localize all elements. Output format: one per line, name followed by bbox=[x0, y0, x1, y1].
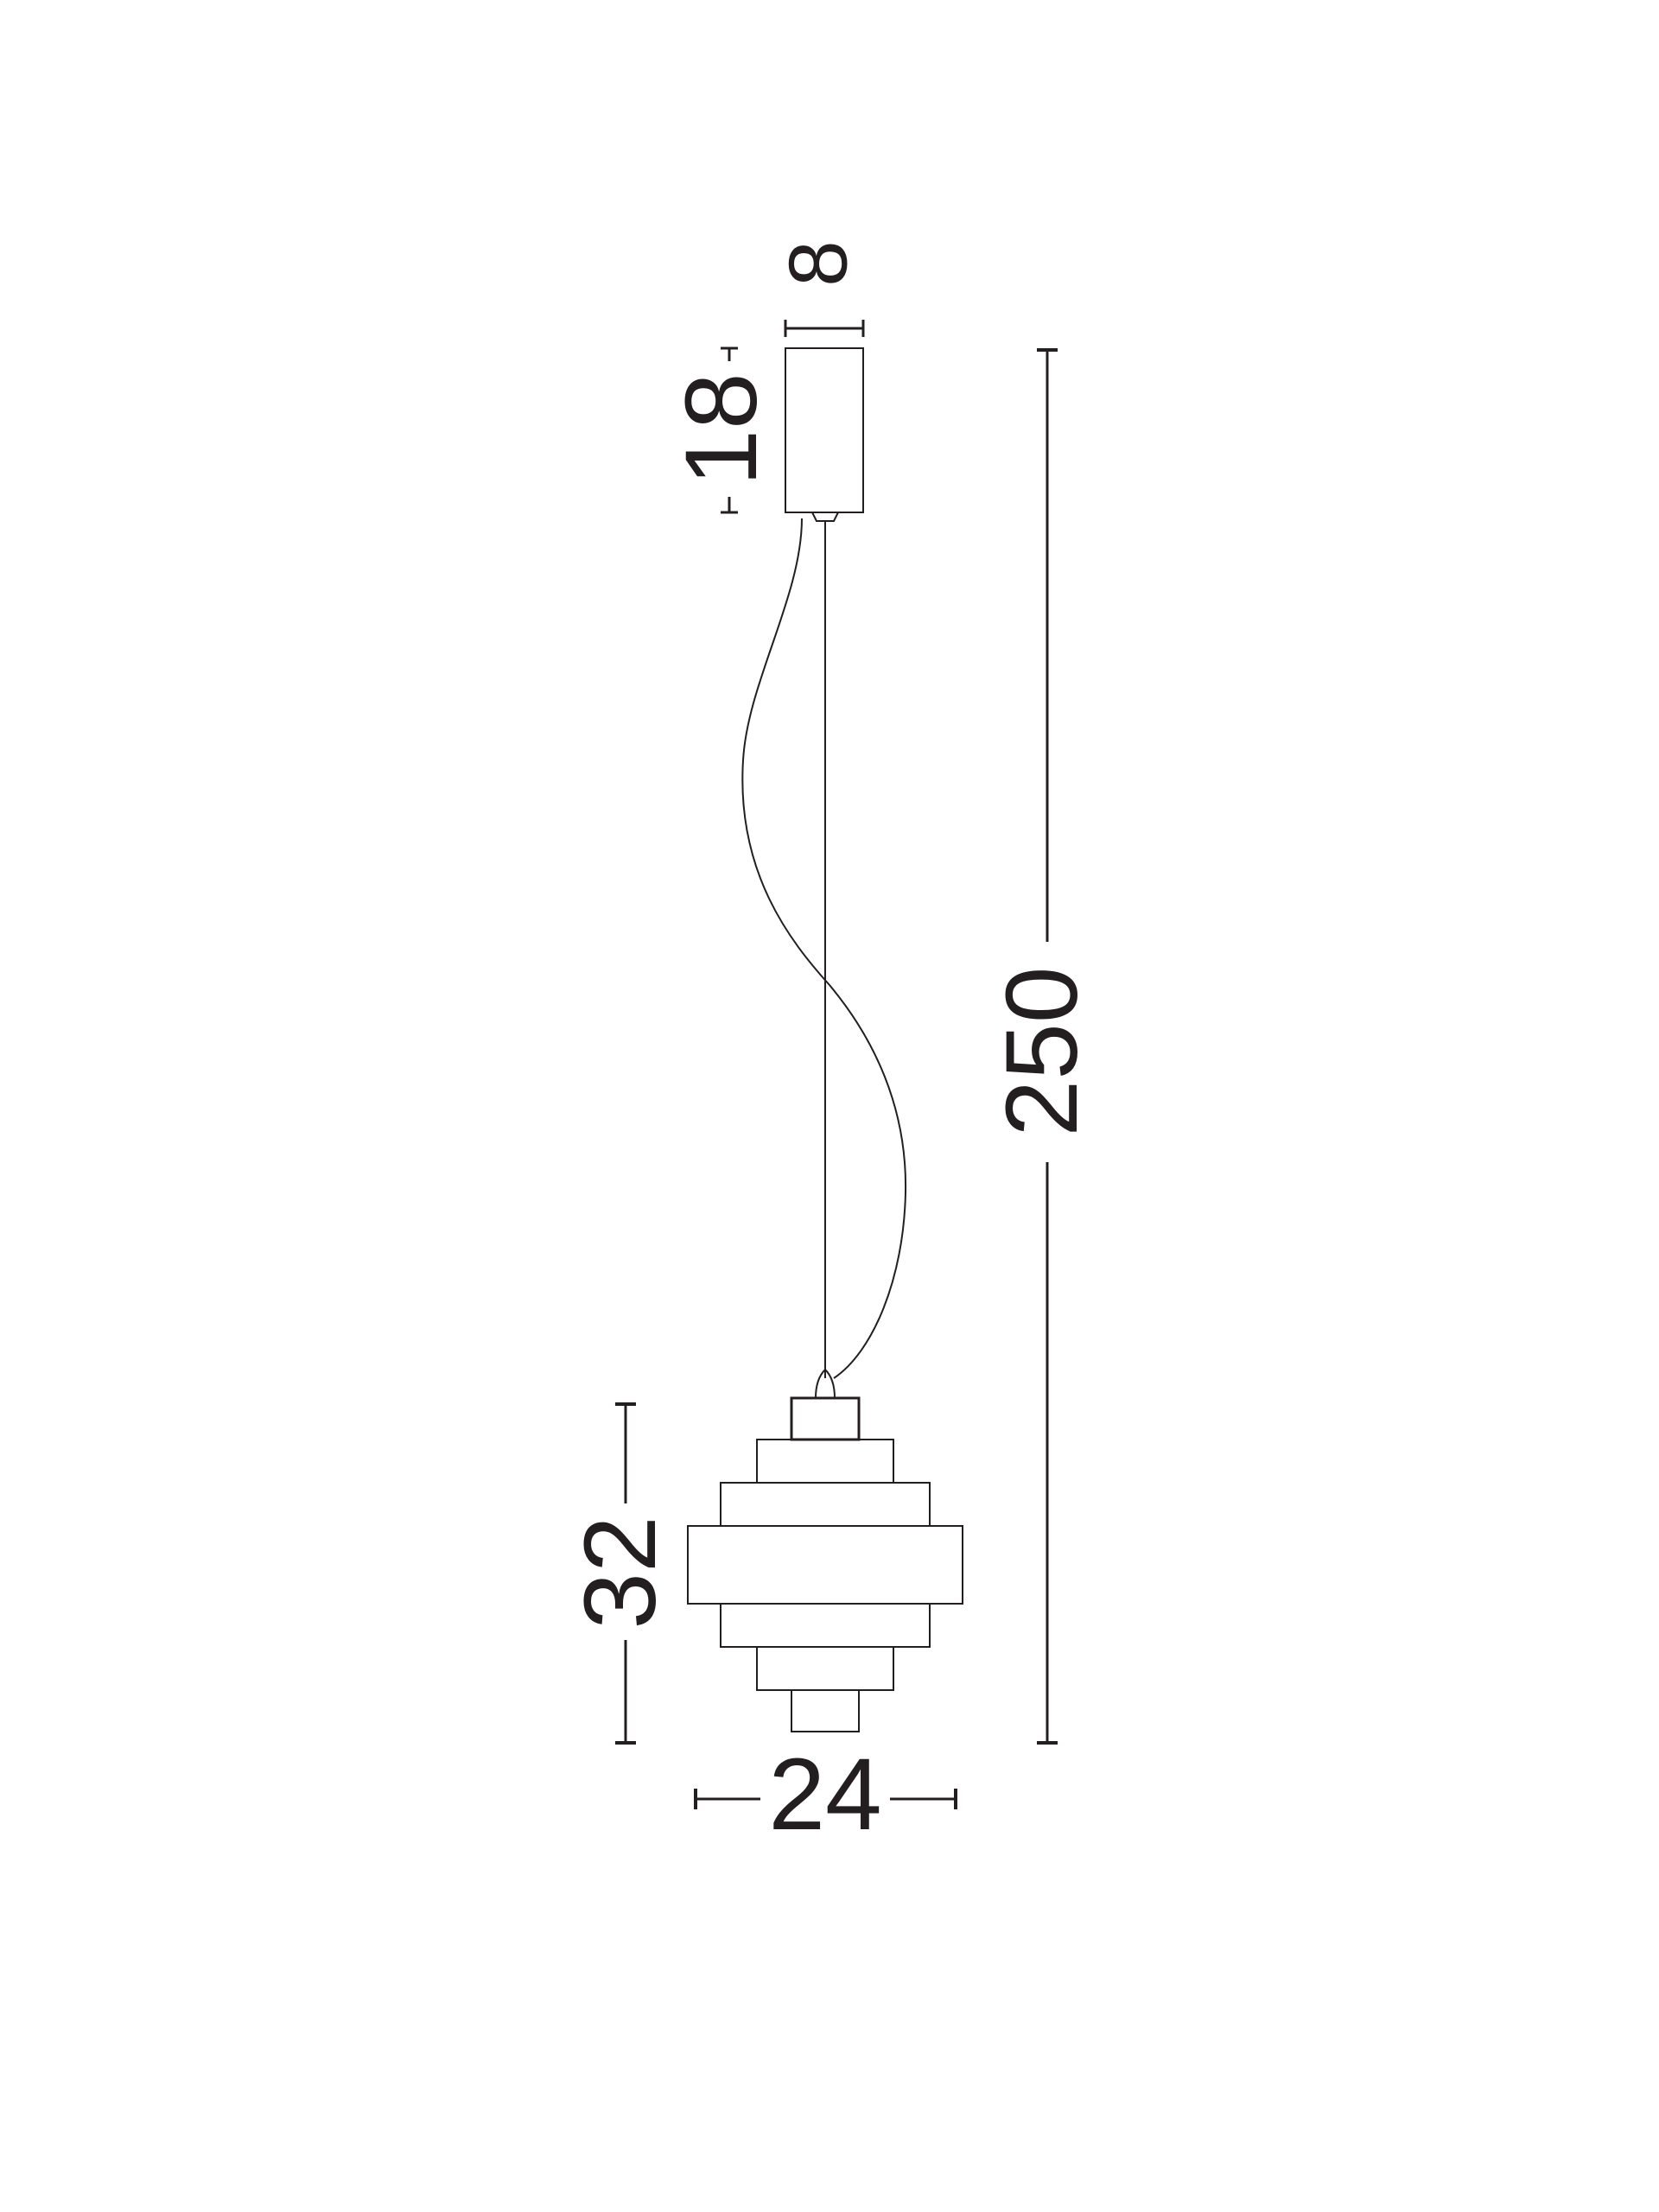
dimension-total-height: 250 bbox=[985, 348, 1099, 1745]
stepped-shade bbox=[687, 1396, 963, 1732]
shade-height-label: 32 bbox=[563, 1516, 677, 1629]
ceiling-canopy bbox=[785, 347, 864, 522]
shade-tier-1 bbox=[756, 1439, 894, 1484]
canopy-cable-outlet bbox=[811, 512, 839, 522]
shade-tier-3 bbox=[720, 1603, 931, 1648]
shade-width-label: 24 bbox=[768, 1738, 881, 1852]
shade-tier-4 bbox=[756, 1646, 894, 1691]
shade-tier-2 bbox=[720, 1482, 931, 1527]
shade-tier-middle bbox=[687, 1525, 963, 1605]
lamp-holder-cap bbox=[814, 1368, 836, 1399]
canopy-width-label: 8 bbox=[772, 240, 864, 286]
total-height-label: 250 bbox=[985, 967, 1099, 1137]
shade-top-collar bbox=[790, 1396, 861, 1441]
canopy-body bbox=[785, 347, 864, 513]
dimension-shade-width: 24 bbox=[694, 1738, 957, 1852]
shade-bottom-collar bbox=[791, 1689, 860, 1732]
dimension-canopy-width: 8 bbox=[772, 240, 865, 337]
dimension-canopy-height: 18 bbox=[664, 346, 779, 514]
dimension-shade-height: 32 bbox=[563, 1402, 677, 1745]
power-cable bbox=[741, 518, 907, 1379]
canopy-height-label: 18 bbox=[664, 372, 779, 486]
